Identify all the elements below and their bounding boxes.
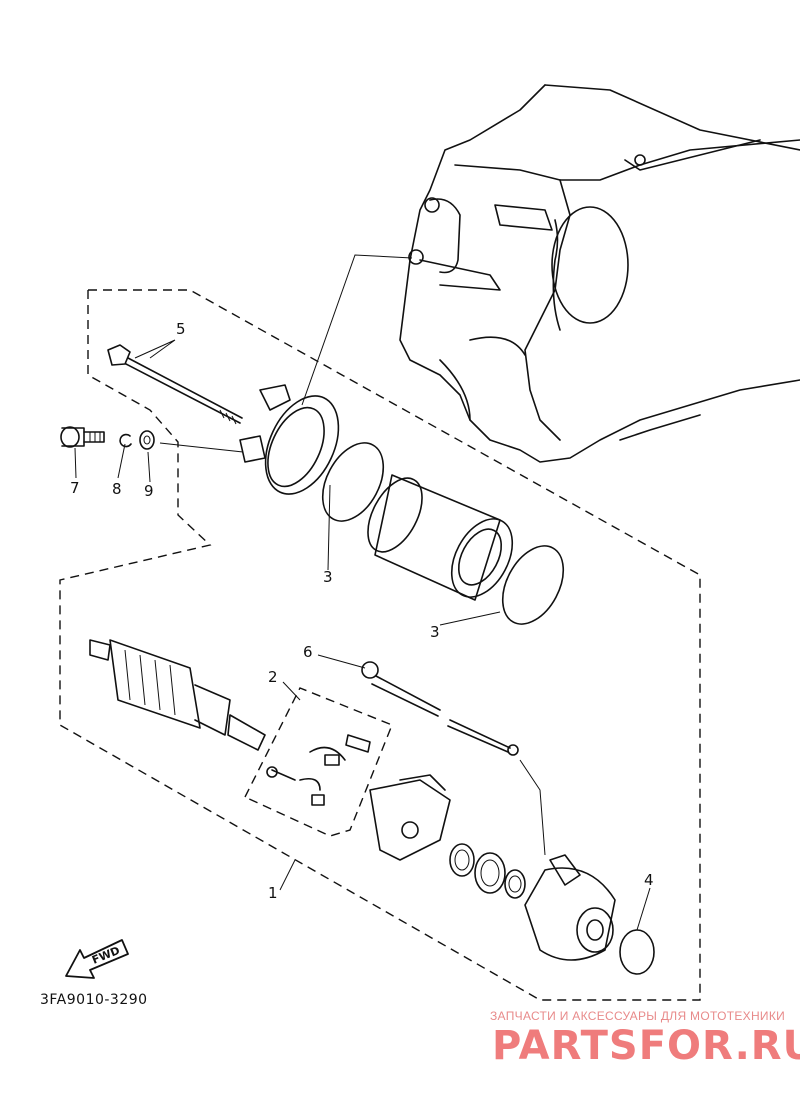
bolt-and-washers xyxy=(60,426,155,450)
watermark-tagline: ЗАПЧАСТИ И АКСЕССУАРЫ ДЛЯ МОТОТЕХНИКИ xyxy=(490,1009,786,1023)
starter-group-outline xyxy=(59,289,701,1001)
rear-cover xyxy=(524,854,616,961)
callout-9: 9 xyxy=(144,482,154,500)
o-ring-front xyxy=(321,442,385,522)
diagram-code: 3FA9010-3290 xyxy=(40,992,148,1008)
yoke xyxy=(367,474,514,601)
armature xyxy=(89,639,266,751)
lead-wire xyxy=(361,661,519,756)
callout-5: 5 xyxy=(176,320,186,338)
callout-1: 1 xyxy=(268,884,278,902)
callout-7: 7 xyxy=(70,479,80,497)
brush-holder xyxy=(369,774,451,861)
brush-kit-parts xyxy=(266,734,371,806)
engine-crankcase xyxy=(399,84,800,463)
o-ring-small xyxy=(619,929,655,975)
brush-kit-outline xyxy=(244,687,393,837)
fwd-arrow-icon: FWD xyxy=(65,939,129,979)
watermark-brand: PARTSFOR.RU xyxy=(492,1023,800,1069)
callout-4: 4 xyxy=(644,871,654,889)
front-cover xyxy=(159,384,340,495)
through-bolts xyxy=(107,344,243,425)
callout-6: 6 xyxy=(303,643,313,661)
callout-3b: 3 xyxy=(430,623,440,641)
callout-2: 2 xyxy=(268,668,278,686)
callout-3a: 3 xyxy=(323,568,333,586)
o-ring-rear xyxy=(501,545,565,625)
callout-8: 8 xyxy=(112,480,122,498)
